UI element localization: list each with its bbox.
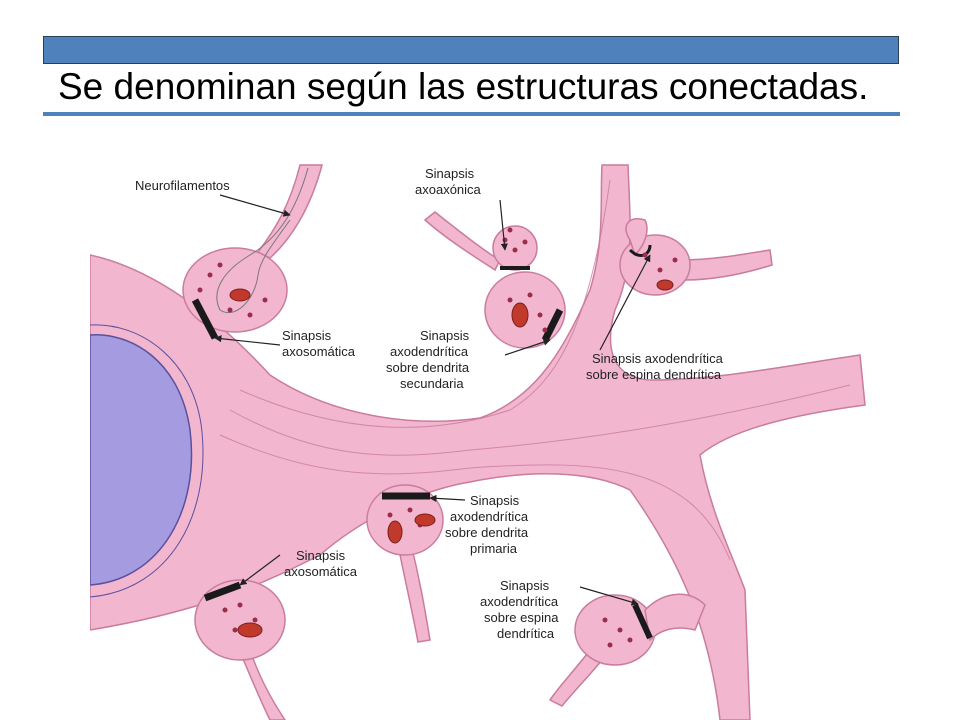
label-axosomatica-bottom: Sinapsis axosomática xyxy=(284,548,358,579)
axon-axosomatic-bottom xyxy=(238,649,286,720)
synapse-cleft-axosomatic-bottom xyxy=(203,581,242,602)
bouton-spine-bottom xyxy=(574,594,656,666)
synapse-diagram: Neurofilamentos Sinapsis axosomática Sin… xyxy=(90,164,866,720)
dendritic-spine-top xyxy=(625,218,648,257)
axon-top-left xyxy=(256,164,323,259)
slide-title: Se denominan según las estructuras conec… xyxy=(58,66,869,107)
bouton-axosomatic-bottom xyxy=(194,579,286,661)
axon-spine-top xyxy=(679,249,773,281)
label-axoaxonica: Sinapsis axoaxónica xyxy=(415,166,482,197)
neuron-body xyxy=(90,164,866,720)
label-axodendritica-espina-top: Sinapsis axodendrítica sobre espina dend… xyxy=(586,351,726,382)
label-axodendritica-secundaria: Sinapsis axodendrítica sobre dendrita se… xyxy=(386,328,473,391)
trunk-fibers xyxy=(219,179,851,561)
synapse-cleft-axosomatic-top xyxy=(191,298,219,340)
dendritic-spine-bottom xyxy=(644,593,706,642)
label-axodendritica-espina-bottom: Sinapsis axodendrítica sobre espina dend… xyxy=(480,578,562,641)
axon-spine-bottom xyxy=(548,648,604,707)
synapse-cleft-spine-bottom xyxy=(632,603,653,640)
label-arrows xyxy=(214,194,651,606)
nucleus xyxy=(90,334,193,586)
synaptic-vesicles xyxy=(197,227,678,648)
label-axosomatica-top: Sinapsis axosomática xyxy=(282,328,356,359)
axon-primary-dendrite xyxy=(397,538,431,643)
mitochondria xyxy=(229,279,674,638)
label-axodendritica-primaria: Sinapsis axodendrítica sobre dendrita pr… xyxy=(445,493,532,556)
label-neurofilamentos: Neurofilamentos xyxy=(135,178,230,193)
axon-axoaxonic xyxy=(423,211,502,272)
title-underline xyxy=(43,112,900,116)
bouton-primary-dendrite xyxy=(366,484,444,556)
synapse-cleft-secondary-dendrite xyxy=(541,308,564,342)
bouton-spine-top xyxy=(619,234,691,296)
neurofilaments xyxy=(216,167,309,313)
title-accent-bar xyxy=(43,36,899,64)
